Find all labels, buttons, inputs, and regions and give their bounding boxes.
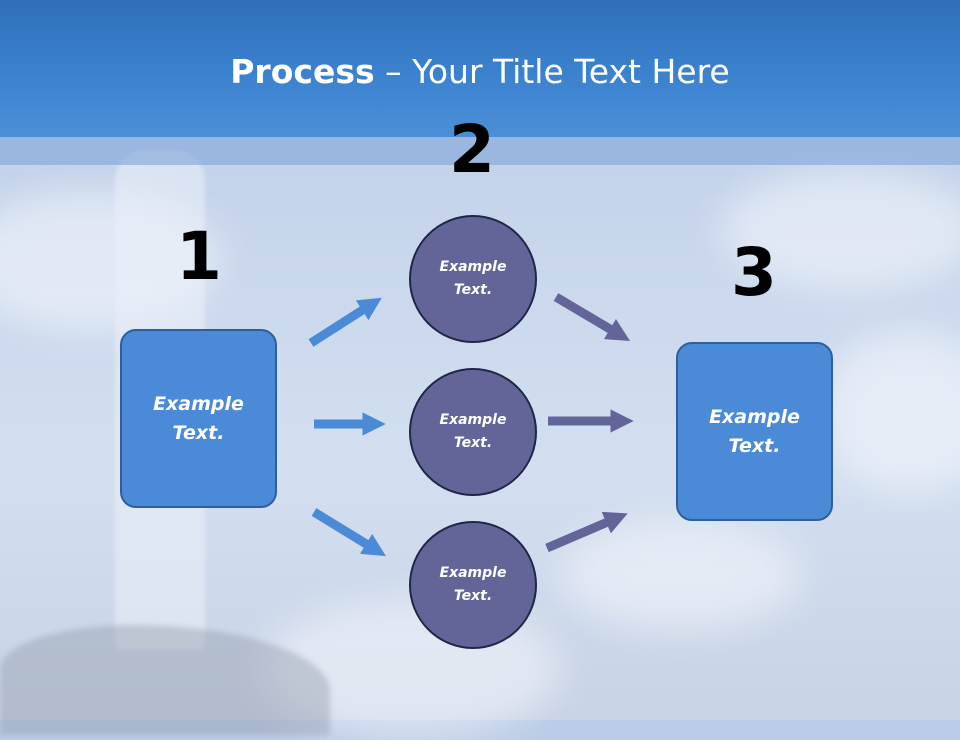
step-2-number: 2 xyxy=(449,111,495,188)
step-2-circle-top: Example Text. xyxy=(409,215,537,343)
title-bold: Process xyxy=(230,52,375,91)
arrows-layer xyxy=(308,293,634,557)
title-rest: – Your Title Text Here xyxy=(374,52,730,91)
step-2-circle-bottom-text: Example Text. xyxy=(439,565,507,604)
step-2-circle-middle: Example Text. xyxy=(409,368,537,496)
arrow-bottom-to-3 xyxy=(545,511,628,553)
arrow-1-to-top xyxy=(308,297,382,347)
step-3-box: Example Text. xyxy=(676,342,833,521)
step-2-circle-middle-text: Example Text. xyxy=(439,412,507,451)
step-3-text: Example Text. xyxy=(709,405,800,457)
step-2-circle-top-text: Example Text. xyxy=(439,259,507,298)
step-1-text: Example Text. xyxy=(153,392,244,444)
step-3-number: 3 xyxy=(731,234,777,311)
title-bar-band xyxy=(0,137,960,165)
title-bar xyxy=(0,0,960,137)
step-2-circle-bottom: Example Text. xyxy=(409,521,537,649)
step-1-box: Example Text. xyxy=(120,329,277,508)
arrow-1-to-bottom xyxy=(311,508,386,557)
arrow-top-to-3 xyxy=(553,293,631,341)
slide-title: Process – Your Title Text Here xyxy=(0,52,960,91)
step-1-number: 1 xyxy=(176,218,222,295)
